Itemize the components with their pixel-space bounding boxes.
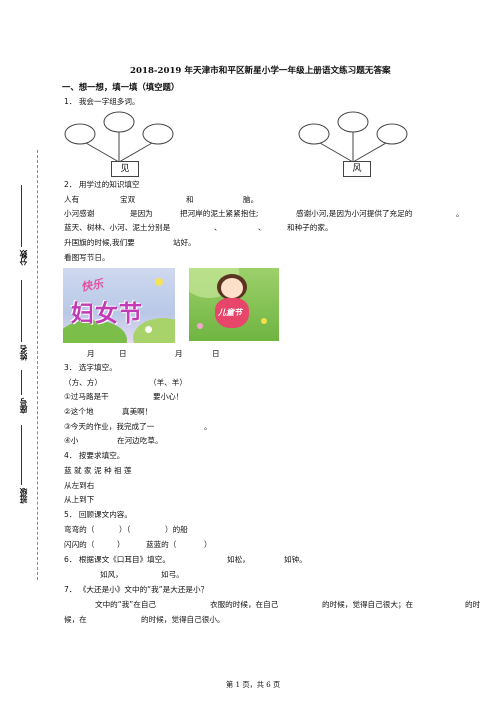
date-day-2: 日 (212, 349, 220, 358)
section-heading: 一、想一想，填一填（填空题） (62, 82, 180, 92)
image-subtext: 快乐 (80, 277, 105, 294)
word-box-left: 见 (111, 161, 139, 177)
page-footer: 第 1 页，共 6 页 (226, 680, 281, 689)
q2-line2-c: 把河岸的泥土紧紧抱住; (180, 209, 259, 218)
q5-line2-b: ） (117, 540, 125, 549)
q2-line2-d: 感谢小河,是因为小河提供了充足的 (296, 209, 413, 218)
q5-heading: 5． 回顾课文内容。 (64, 510, 132, 519)
date-day-1: 日 (119, 349, 127, 358)
q2-line3-a: 蓝天、树林、小河、泥土分别是 (64, 223, 171, 232)
childrens-day-image: 儿童节 (189, 268, 279, 341)
flower-icon (261, 318, 267, 324)
word-tree-right (298, 111, 408, 163)
girl-face (221, 278, 243, 298)
q2-line3-b: 、 (214, 223, 222, 232)
q7-line1-c: 的时候，觉得自己很大；在 (322, 600, 414, 609)
q4-item1: 从左到右 (64, 481, 95, 490)
q3-item1-a: ①过马路是干 (64, 392, 109, 401)
q2-line2-a: 小河感谢 (64, 209, 95, 218)
q2-line4-b: 站好。 (173, 238, 196, 247)
date-month-1: 月 (87, 349, 95, 358)
page-title: 2018-2019 年天津市和平区新星小学一年级上册语文练习题无答案 (130, 66, 391, 76)
q2-line2-e: 。 (456, 209, 464, 218)
q4-heading: 4． 按要求填空。 (64, 451, 125, 460)
q2-heading: 2． 用学过的知识填空 (64, 180, 140, 189)
q5-line1-b: ）（ (119, 525, 131, 534)
flower-icon (197, 323, 203, 329)
q2-line3-d: 和种子的家。 (287, 223, 333, 232)
q3-item2-b: 真美啊！ (122, 407, 153, 416)
q3-heading: 3． 选字填空。 (64, 363, 117, 372)
grass-shape (63, 320, 127, 343)
q2-line3-c: 、 (258, 223, 266, 232)
q3-item3-a: ③今天的作业，我完成了一 (64, 422, 155, 431)
score-label: 分数 (19, 250, 28, 266)
q4-chars: 蓝 就 家 泥 种 祖 莲 (64, 466, 132, 475)
name-label: 姓名 (19, 345, 28, 361)
q5-line2-c: 蓝蓝的（ (146, 540, 177, 549)
q3-option-2: （羊、羊） (149, 378, 187, 387)
q7-line2-a: 候，在 (64, 615, 87, 624)
q7-line2-b: 的时候，觉得自己很小。 (141, 615, 225, 624)
q7-heading: 7． 《大还是小》文中的“我”是大还是小？ (64, 585, 209, 594)
q5-line2-d: ） (204, 540, 212, 549)
q3-item4-a: ④小 (64, 436, 79, 445)
word-box-right: 风 (343, 161, 371, 177)
q6-b: 如钟。 (284, 555, 307, 564)
q5-line1-c: ）的船 (165, 525, 188, 534)
q3-item1-b: 要小心！ (153, 392, 184, 401)
q3-option-1: （方、方） (64, 378, 102, 387)
q6-heading: 6． 根据课文《口耳目》填空。 (64, 555, 170, 564)
class-underline (21, 425, 22, 485)
q1-heading: 1． 我会一字组多词。 (64, 97, 140, 106)
name-underline (21, 280, 22, 342)
q7-line1-b: 衣服的时候，在自己 (210, 600, 279, 609)
q2-line1-a: 人有 (64, 195, 80, 204)
word-tree-left (64, 111, 174, 163)
image-title: 妇女节 (71, 301, 143, 327)
flower-icon (155, 278, 163, 286)
q6-d: 如弓。 (161, 570, 184, 579)
flower-icon (145, 326, 152, 333)
q6-a: 如松， (227, 555, 250, 564)
date-month-2: 月 (175, 349, 183, 358)
score-underline (21, 185, 22, 247)
q5-line1-a: 弯弯的（ (64, 525, 95, 534)
q2-line1-d: 脑。 (243, 195, 259, 204)
q6-c: 如风， (100, 570, 123, 579)
heart-text: 儿童节 (218, 308, 242, 317)
q3-item3-b: 。 (204, 422, 212, 431)
q4-item2: 从上到下 (64, 495, 95, 504)
q2-line1-b: 宝双 (120, 195, 136, 204)
q2-line5: 看图写节日。 (64, 253, 110, 262)
seat-underline (21, 370, 22, 395)
q7-line1-d: 的时 (465, 600, 481, 609)
q2-line4-a: 升国旗的时候,我们要 (64, 238, 135, 247)
q5-line2-a: 闪闪的（ (64, 540, 95, 549)
q3-item2-a: ②这个地 (64, 407, 94, 416)
q2-line2-b: 是因为 (130, 209, 153, 218)
q7-line1-a: 文中的“我”在自己 (95, 600, 157, 609)
q3-item4-b: 在河边吃草。 (117, 436, 163, 445)
q2-line1-c: 和 (186, 195, 194, 204)
heart-sign (215, 298, 249, 328)
seat-label: 座号 (19, 398, 28, 414)
womens-day-image: 快乐 妇女节 (63, 268, 175, 343)
class-label: 班级 (19, 488, 28, 504)
binding-dashed-line (37, 150, 38, 580)
